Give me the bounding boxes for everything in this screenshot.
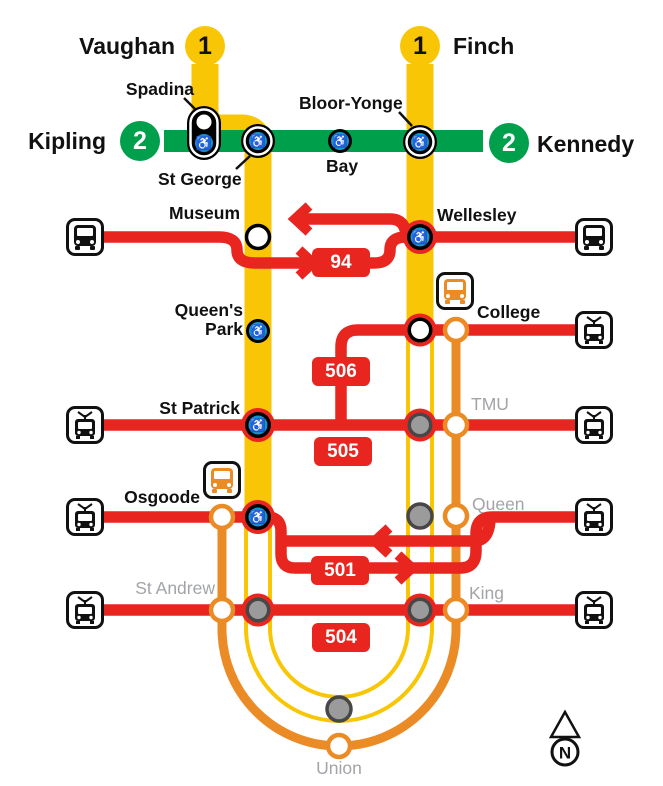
bus-icon [66, 218, 104, 256]
label-bay: Bay [326, 156, 359, 176]
line1-bullet-east: 1 [400, 26, 440, 66]
streetcar-icon [575, 406, 613, 444]
route-505-badge: 505 [314, 437, 372, 466]
label-st-andrew: St Andrew [135, 578, 215, 598]
line2-bullet-west: 2 [120, 121, 160, 161]
diversion-stop-tmu [445, 414, 467, 436]
diversion-stop-queen [445, 505, 467, 527]
north-compass-icon: N [548, 709, 582, 767]
diversion-stop-st-andrew [211, 599, 233, 621]
label-queen: Queen [472, 494, 525, 514]
route-506-badge: 506 [312, 357, 370, 386]
station-st-andrew [241, 593, 275, 627]
streetcar-icon [575, 591, 613, 629]
bus-icon [575, 218, 613, 256]
line2-bullet-east: 2 [489, 123, 529, 163]
route-501-line [100, 511, 581, 574]
route-501-westbound-branch [281, 516, 496, 547]
compass-ring [550, 737, 580, 767]
label-museum: Museum [169, 203, 240, 223]
route-504-badge: 504 [312, 623, 370, 652]
streetcar-icon [66, 591, 104, 629]
route-94-west-arrow [287, 202, 313, 236]
label-union: Union [316, 758, 362, 778]
line1-bullet-west: 1 [185, 26, 225, 66]
bloor-yonge-pointer-line [398, 111, 413, 127]
diversion-stop-college [445, 319, 467, 341]
station-king [403, 593, 437, 627]
route-94-westbound-branch [300, 213, 412, 238]
streetcar-icon [66, 406, 104, 444]
label-tmu: TMU [471, 394, 509, 414]
terminal-kennedy: Kennedy [537, 131, 635, 157]
compass-needle [548, 709, 582, 739]
station-union-line1 [325, 695, 353, 723]
shuttle-bus-icon [436, 272, 474, 310]
streetcar-icon [575, 311, 613, 349]
route-501-badge: 501 [311, 556, 369, 585]
label-st-patrick: St Patrick [159, 398, 240, 418]
label-king: King [469, 583, 505, 603]
station-college [403, 313, 437, 347]
station-queen [406, 502, 434, 530]
station-spadina [185, 104, 223, 162]
terminal-vaughan: Vaughan [79, 33, 175, 59]
route-94-badge: 94 [312, 248, 370, 277]
diversion-stop-osgoode [211, 506, 233, 528]
label-bloor-yonge: Bloor-Yonge [299, 93, 403, 113]
label-spadina: Spadina [125, 79, 194, 99]
station-st-george [239, 122, 277, 160]
label-st-george: St George [158, 169, 242, 189]
compass-label: N [559, 744, 571, 763]
route-501-west-arrow [367, 524, 393, 558]
label-college: College [477, 302, 541, 322]
streetcar-icon [66, 498, 104, 536]
label-queens-park: Queen's Park [174, 300, 243, 340]
diversion-stop-union [328, 735, 350, 757]
station-st-patrick [241, 408, 275, 442]
station-bloor-yonge [401, 123, 439, 161]
label-osgoode: Osgoode [124, 487, 200, 507]
st-george-pointer-line [235, 155, 251, 170]
station-museum [244, 223, 272, 251]
streetcar-icon [575, 498, 613, 536]
station-tmu [403, 408, 437, 442]
station-wellesley [403, 220, 437, 254]
terminal-finch: Finch [453, 33, 515, 59]
route-501-east-arrow [394, 551, 420, 585]
diversion-stop-king [445, 599, 467, 621]
label-wellesley: Wellesley [437, 205, 517, 225]
station-queens-park [246, 319, 270, 343]
route-506-line [335, 324, 581, 425]
station-bay [328, 129, 352, 153]
station-osgoode [241, 500, 275, 534]
shuttle-bus-icon [203, 461, 241, 499]
terminal-kipling: Kipling [28, 128, 106, 154]
